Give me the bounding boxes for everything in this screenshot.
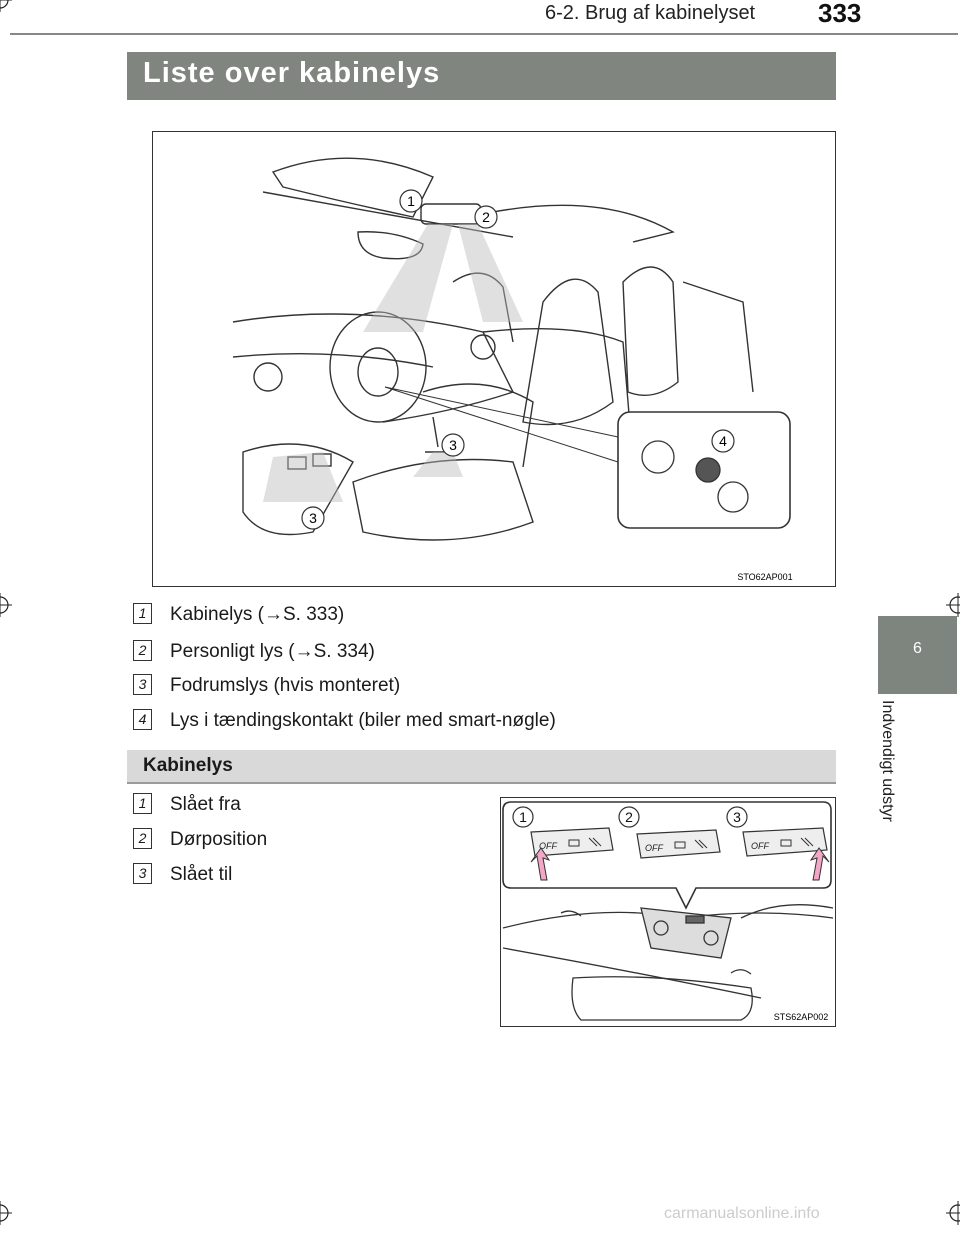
registration-mark-icon	[0, 1201, 12, 1225]
registration-mark-icon	[0, 0, 12, 12]
list-text: Fodrumslys (hvis monteret)	[170, 675, 401, 696]
list-number: 3	[133, 674, 152, 695]
subsection-bar	[127, 750, 836, 784]
page-title: Liste over kabinelys	[143, 57, 441, 89]
registration-mark-icon	[946, 1201, 960, 1225]
chapter-label-container: Indvendigt udstyr	[876, 700, 916, 870]
list-text: Slået fra	[170, 794, 241, 815]
switch-off-label-3: OFF	[751, 841, 769, 851]
list-text: Lys i tændingskontakt (biler med smart-n…	[170, 710, 556, 731]
list-text: Dørposition	[170, 829, 268, 850]
callout-2: 2	[482, 209, 490, 225]
fig2-callout-3: 3	[733, 809, 741, 825]
list-item: 3 Fodrumslys (hvis monteret)	[133, 674, 400, 697]
list-number: 4	[133, 709, 152, 730]
switch-off-label-2: OFF	[645, 843, 663, 853]
fig2-callout-1: 1	[519, 809, 527, 825]
list-item: 3 Slået til	[133, 863, 232, 886]
fig2-callout-2: 2	[625, 809, 633, 825]
list-text: Personligt lys (→S. 334)	[170, 641, 375, 662]
list-item: 1 Slået fra	[133, 793, 241, 816]
registration-mark-icon	[0, 593, 12, 617]
cabin-light-switch-figure: OFF OFF OFF 1 2 3	[500, 797, 836, 1027]
chapter-number: 6	[913, 640, 922, 657]
callout-3a: 3	[449, 437, 457, 453]
figure1-callouts: 1 2 3 3 4	[301, 189, 735, 530]
chapter-label: Indvendigt udstyr	[879, 700, 896, 822]
list-number: 3	[133, 863, 152, 884]
list-text: Slået til	[170, 864, 233, 885]
list-item: 2 Personligt lys (→S. 334)	[133, 640, 375, 663]
section-header: 6-2. Brug af kabinelyset	[545, 2, 756, 24]
callout-4: 4	[719, 433, 727, 449]
callout-1: 1	[407, 193, 415, 209]
list-item: 4 Lys i tændingskontakt (biler med smart-…	[133, 709, 556, 732]
list-number: 2	[133, 640, 152, 661]
list-number: 1	[133, 793, 152, 814]
subsection-title: Kabinelys	[143, 755, 233, 776]
cabin-interior-illustration: 1 2 3 3 4 STO62AP001	[232, 157, 793, 582]
figure1-code: STO62AP001	[737, 572, 792, 582]
cabin-interior-figure: 1 2 3 3 4 STO62AP001	[152, 131, 836, 587]
cabin-light-switch-illustration: OFF OFF OFF 1 2 3	[502, 801, 834, 1022]
list-item: 1 Kabinelys (→S. 333)	[133, 603, 344, 626]
page-number: 333	[818, 0, 862, 28]
list-item: 2 Dørposition	[133, 828, 267, 851]
callout-3b: 3	[309, 510, 317, 526]
title-bar	[127, 52, 836, 100]
figure2-code: STS62AP002	[774, 1012, 829, 1022]
list-text: Kabinelys (→S. 333)	[170, 604, 345, 625]
registration-mark-icon	[946, 593, 960, 617]
list-number: 1	[133, 603, 152, 624]
chapter-tab	[878, 616, 957, 694]
list-number: 2	[133, 828, 152, 849]
switch-off-label-1: OFF	[539, 841, 557, 851]
footer-watermark: carmanualsonline.info	[664, 1205, 820, 1222]
header-divider	[10, 33, 958, 35]
